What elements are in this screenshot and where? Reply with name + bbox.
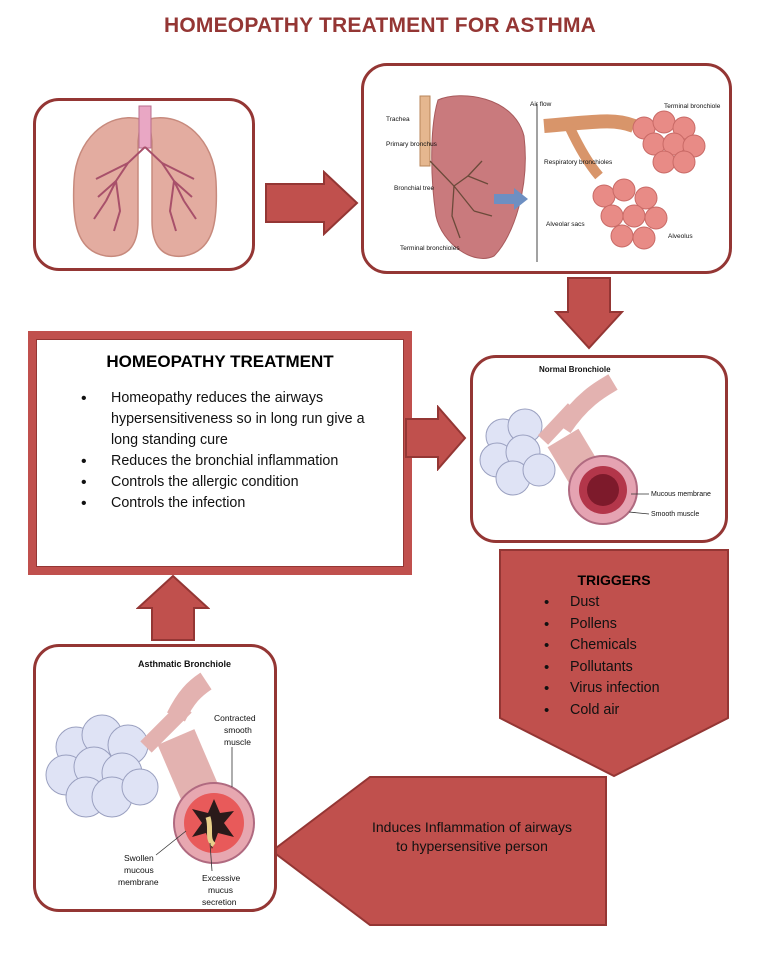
label-respiratory-bronchioles: Respiratory bronchioles	[544, 159, 613, 166]
normal-bronchiole-panel: Normal Bronchiole Mucous membrane Smooth…	[470, 355, 728, 543]
arrow-up-1	[136, 574, 210, 641]
arrow-down-1	[554, 277, 624, 350]
treatment-list: Homeopathy reduces the airways hypersens…	[77, 388, 383, 514]
list-item: Pollens	[544, 614, 730, 636]
label-contracted-3: muscle	[224, 737, 251, 747]
list-item: Cold air	[544, 700, 730, 722]
label-trachea: Trachea	[386, 116, 410, 123]
label-primary-bronchus: Primary bronchus	[386, 141, 438, 148]
treatment-title: HOMEOPATHY TREATMENT	[106, 352, 334, 371]
label-excessive-2: mucus	[208, 885, 233, 895]
label-smooth-muscle: Smooth muscle	[651, 511, 699, 518]
lungs-detail-panel: Trachea Primary bronchus Bronchial tree …	[361, 63, 732, 274]
label-swollen-1: Swollen	[124, 853, 154, 863]
lungs-panel	[33, 98, 255, 271]
list-item: Chemicals	[544, 635, 730, 657]
list-item: Dust	[544, 592, 730, 614]
label-air-flow: Air flow	[530, 101, 552, 108]
induces-arrow	[270, 776, 607, 926]
list-item: Virus infection	[544, 678, 730, 700]
asthmatic-bronchiole-panel: Asthmatic Bronchiole Contracted smooth m…	[33, 644, 277, 912]
label-alveolar-sacs: Alveolar sacs	[546, 221, 585, 228]
triggers-title: TRIGGERS	[577, 572, 651, 588]
label-swollen-3: membrane	[118, 877, 159, 887]
page-title: HOMEOPATHY TREATMENT FOR ASTHMA	[163, 14, 596, 37]
label-contracted-2: smooth	[224, 725, 252, 735]
label-contracted-1: Contracted	[214, 713, 256, 723]
arrow-right-1	[265, 170, 359, 236]
list-item: Homeopathy reduces the airways hypersens…	[81, 388, 383, 451]
list-item: Controls the infection	[81, 493, 383, 514]
label-excessive-3: secretion	[202, 897, 237, 907]
list-item: Pollutants	[544, 657, 730, 679]
normal-bronchiole-illustration: Normal Bronchiole Mucous membrane Smooth…	[479, 365, 711, 525]
asthmatic-bronchiole-illustration: Asthmatic Bronchiole Contracted smooth m…	[45, 659, 256, 907]
lungs-detail-illustration: Trachea Primary bronchus Bronchial tree …	[386, 95, 721, 262]
arrow-right-2	[405, 405, 467, 471]
list-item: Controls the allergic condition	[81, 472, 383, 493]
asthmatic-bronchiole-title: Asthmatic Bronchiole	[138, 659, 231, 669]
list-item: Reduces the bronchial inflammation	[81, 451, 383, 472]
label-bronchial-tree: Bronchial tree	[394, 185, 434, 192]
label-excessive-1: Excessive	[202, 873, 241, 883]
treatment-box: HOMEOPATHY TREATMENT Homeopathy reduces …	[28, 331, 412, 575]
induces-text: Induces Inflammation of airways to hyper…	[372, 819, 572, 854]
lungs-illustration	[72, 105, 218, 257]
normal-bronchiole-title: Normal Bronchiole	[539, 365, 611, 374]
label-terminal-bronchiole: Terminal bronchiole	[664, 103, 721, 110]
label-alveolus: Alveolus	[668, 233, 693, 240]
triggers-list: Dust Pollens Chemicals Pollutants Virus …	[498, 592, 730, 721]
triggers-box: TRIGGERS Dust Pollens Chemicals Pollutan…	[498, 572, 730, 721]
label-terminal-bronchioles: Terminal bronchioles	[400, 245, 460, 252]
label-mucous-membrane: Mucous membrane	[651, 491, 711, 498]
label-swollen-2: mucous	[124, 865, 154, 875]
